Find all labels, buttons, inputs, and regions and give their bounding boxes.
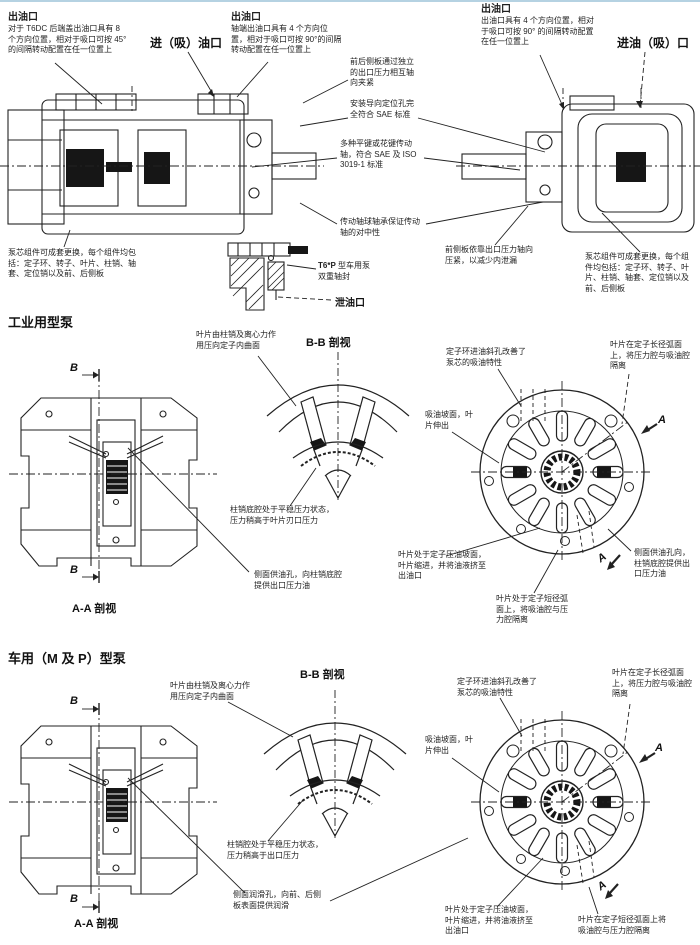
double-pump-section-drawing [0, 86, 324, 235]
label-aa-view-industrial: A-A 剖视 [72, 603, 117, 615]
annotation-seal: T6*P 型车用泵 双重轴封 [318, 261, 390, 282]
seal-line2: 双重轴封 [318, 271, 350, 281]
annotation-side-plates: 前后侧板通过独立的出口压力相互轴向夹紧 [350, 57, 414, 87]
label-inlet-left: 进（吸）油口 [150, 36, 223, 50]
annotation-lube-holes-vehicle: 侧面润滑孔，向前、后侧板表面提供润滑 [233, 890, 321, 910]
annotation-ball-bearing: 传动轴球轴承保证传动轴的对中性 [340, 217, 420, 237]
annotation-suction-ramp-industrial: 吸油坡面，叶片伸出 [425, 410, 473, 430]
annotation-outlet-mid: 出油口 轴端出油口具有 4 个方向位置，相对于吸口可按 90°的间隔转动配置在任… [231, 11, 343, 56]
annotation-short-arc-vehicle: 叶片在定子短径弧面上将吸油腔与压力腔隔离 [578, 915, 666, 935]
seal-rest: 型车用泵 [335, 261, 371, 270]
single-pump-section-drawing [456, 88, 700, 233]
seal-model: T6*P [318, 261, 336, 270]
annotation-pressure-ramp-industrial: 叶片处于定子压油坡面，叶片缩进，并将油液挤至出油口 [398, 550, 486, 580]
annotation-front-plate: 前侧板依靠出口压力轴向压紧，以减少内泄漏 [445, 245, 533, 265]
label-bb-view-industrial: B-B 剖视 [306, 337, 351, 349]
annotation-long-arc-vehicle: 叶片在定子长径弧面上，将压力腔与吸油腔隔离 [612, 668, 692, 698]
annotation-cartridge-right: 泵芯组件可成套更换，每个组件均包括：定子环、转子、叶片、柱销、轴套、定位销以及前… [585, 252, 689, 293]
annotation-outlet-left: 出油口 对于 T6DC 后端盖出油口具有 8 个方向位置，相对于吸口可按 45°… [8, 11, 128, 56]
annotation-shaft-keys: 多种平键或花键传动轴，符合 SAE 及 ISO 3019-1 标准 [340, 139, 417, 169]
annotation-short-arc-industrial: 叶片处于定子短径弧面上，将吸油腔与压力腔隔离 [496, 594, 568, 624]
annotation-pilot-holes: 安装导向定位孔完全符合 SAE 标准 [350, 99, 414, 119]
header-industrial-pump: 工业用型泵 [8, 315, 74, 330]
outlet-right-body: 出油口具有 4 个方向位置，相对于吸口可按 90° 的间隔转动配置在任一位置上 [481, 16, 594, 46]
annotation-vane-pressed-industrial: 叶片由柱销及离心力作用压向定子内曲面 [196, 330, 276, 350]
annotation-side-feed-right-industrial: 侧面供油孔向，柱销底腔提供出口压力油 [634, 548, 690, 578]
marker-b-top-industrial: B [70, 362, 78, 374]
bottom-rule [0, 0, 700, 2]
label-drain-port: 泄油口 [335, 298, 365, 309]
marker-b-bottom-industrial: B [70, 564, 78, 576]
annotation-long-arc-industrial: 叶片在定子长径弧面上，将压力腔与吸油腔隔离 [610, 340, 690, 370]
outlet-left-title: 出油口 [8, 12, 38, 23]
outlet-mid-body: 轴端出油口具有 4 个方向位置，相对于吸口可按 90°的间隔转动配置在任一位置上 [231, 24, 342, 54]
annotation-cartridge-left: 泵芯组件可成套更换，每个组件均包括：定子环、转子、叶片、柱销、轴套、定位销以及前… [8, 248, 136, 278]
annotation-pressure-ramp-vehicle: 叶片处于定子压油坡面，叶片缩进，并将油液挤至出油口 [445, 905, 533, 935]
annotation-vane-pressed-vehicle: 叶片由柱销及离心力作用压向定子内曲面 [170, 681, 250, 701]
annotation-side-feed-left-industrial: 侧面供油孔，向柱销底腔提供出口压力油 [254, 570, 342, 590]
label-aa-view-vehicle: A-A 剖视 [74, 918, 119, 930]
outlet-mid-title: 出油口 [231, 12, 261, 23]
seal-detail-drawing [227, 242, 308, 311]
marker-a-top-industrial: A [658, 414, 666, 426]
label-bb-view-vehicle: B-B 剖视 [300, 669, 345, 681]
outlet-left-body: 对于 T6DC 后端盖出油口具有 8 个方向位置，相对于吸口可按 45° 的间隔… [8, 24, 127, 54]
leader-lines [54, 51, 658, 915]
annotation-stator-holes-industrial: 定子环进油斜孔改善了泵芯的吸油特性 [446, 347, 526, 367]
marker-b-bottom-vehicle: B [70, 893, 78, 905]
annotation-outlet-right: 出油口 出油口具有 4 个方向位置，相对于吸口可按 90° 的间隔转动配置在任一… [481, 3, 599, 48]
marker-a-top-vehicle: A [655, 742, 663, 754]
annotation-pin-chamber-vehicle: 柱销腔处于平稳压力状态，压力稍高于出口压力 [227, 840, 323, 860]
annotation-suction-ramp-vehicle: 吸油坡面，叶片伸出 [425, 735, 473, 755]
label-inlet-right: 进油（吸）口 [617, 36, 690, 50]
header-vehicle-pump: 车用（M 及 P）型泵 [8, 651, 126, 666]
annotation-pin-chamber-industrial: 柱销底腔处于平稳压力状态，压力稍高于叶片刃口压力 [230, 505, 334, 525]
outlet-right-title: 出油口 [481, 4, 511, 15]
marker-b-top-vehicle: B [70, 695, 78, 707]
annotation-stator-holes-vehicle: 定子环进油斜孔改善了泵芯的吸油特性 [457, 677, 537, 697]
